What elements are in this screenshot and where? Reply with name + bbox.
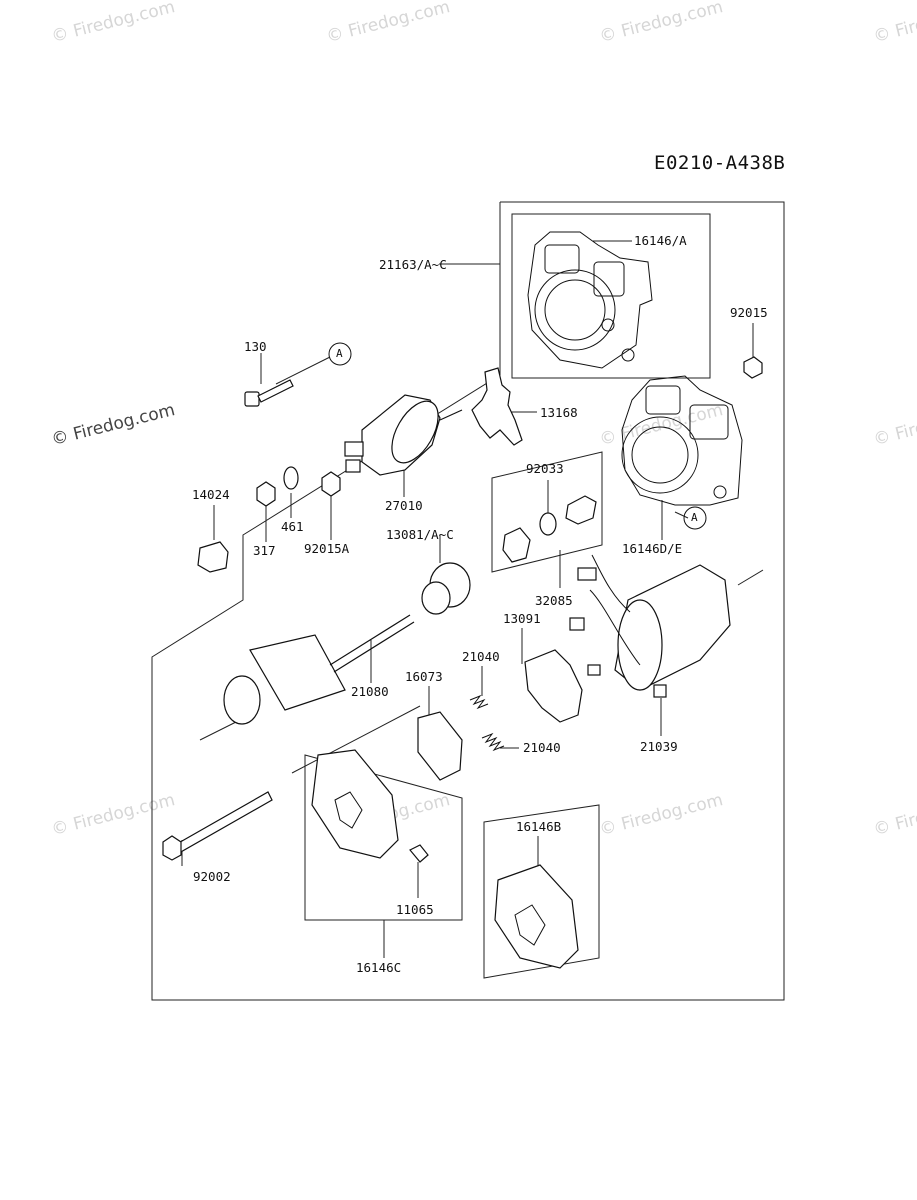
part-label-16146C: 16146C [356,960,402,975]
box-16146A [511,213,711,379]
box-16146C [304,754,463,921]
part-label-16146A: 16146/A [634,233,687,248]
lever-13168 [471,367,523,446]
clip-11065 [409,844,429,863]
armature-21080 [223,614,415,725]
solenoid-27010 [344,394,463,476]
part-label-92033: 92033 [526,461,564,476]
bolt-92002 [162,791,273,861]
part-label-27010: 27010 [385,498,423,513]
diagram-code: E0210-A438B [654,152,786,174]
part-label-92015: 92015 [730,305,768,320]
part-label-16073: 16073 [405,669,443,684]
cover-16146B [494,864,579,969]
gear-32085-b [502,527,531,563]
cover-16146C [311,749,399,859]
spring-21040 [469,694,489,710]
leader-lines [181,240,764,958]
part-label-11065: 11065 [396,902,434,917]
pinion-13081 [421,562,471,615]
part-label-92015A: 92015A [304,541,350,556]
bolt-130 [244,379,294,407]
callout-a: A [691,511,698,524]
part-label-317: 317 [253,543,276,558]
part-label-130: 130 [244,339,267,354]
washer-461 [283,466,299,490]
part-label-16146DE: 16146D/E [622,541,683,556]
part-label-13091: 13091 [503,611,541,626]
nut-317 [256,481,276,507]
part-label-21040-upper: 21040 [462,649,500,664]
gear-32085-a [565,495,597,525]
yoke-assembly [569,554,731,698]
part-label-21080: 21080 [351,684,389,699]
callout-a: A [336,347,343,360]
part-label-21163: 21163/A~C [379,257,447,272]
brush-holder-13091 [524,649,583,723]
box-32085 [491,451,603,573]
housing-16146A [527,231,653,369]
spring-21040 [481,732,505,752]
housing-16146DE [621,375,743,506]
part-label-14024: 14024 [192,487,230,502]
plate-16073 [417,711,463,781]
part-label-13081: 13081/A~C [386,527,454,542]
cap-14024 [197,541,229,573]
box-16146B [483,804,600,979]
part-label-21039: 21039 [640,739,678,754]
part-label-32085: 32085 [535,593,573,608]
nut-92015A [321,471,341,497]
part-label-461: 461 [281,519,304,534]
callout-a-circle [328,342,352,366]
part-label-21040-lower: 21040 [523,740,561,755]
part-label-92002: 92002 [193,869,231,884]
ring-92033 [539,512,557,536]
callout-a-circle [683,506,707,530]
nut-92015 [743,356,763,379]
part-label-13168: 13168 [540,405,578,420]
part-label-16146B: 16146B [516,819,562,834]
